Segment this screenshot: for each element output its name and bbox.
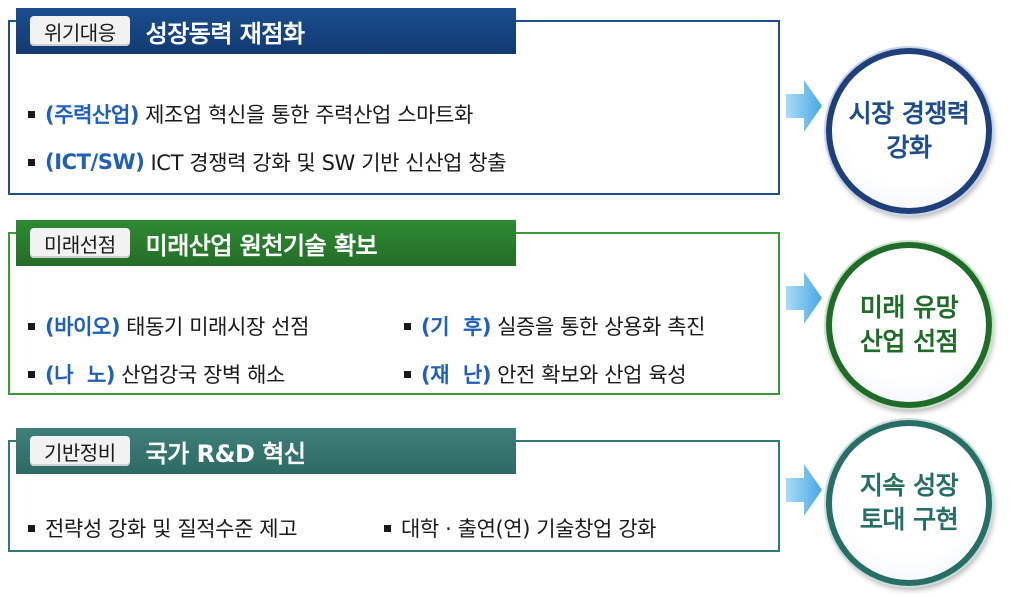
section-header: 기반정비 국가 R&D 혁신 xyxy=(16,428,516,474)
arrow-right-icon xyxy=(786,272,822,324)
outcome-text: 시장 경쟁력 xyxy=(848,99,970,128)
outcome-text: 지속 성장 xyxy=(859,471,959,500)
section-tag: 미래선점 xyxy=(30,228,130,258)
section-title: 미래산업 원천기술 확보 xyxy=(145,231,378,260)
bullet-square-icon xyxy=(28,158,35,166)
bullet-row: (ICT/SW) ICT 경쟁력 강화 및 SW 기반 신산업 창출 xyxy=(28,138,768,186)
bullet-row: (주력산업) 제조업 혁신을 통한 주력산업 스마트화 xyxy=(28,90,768,138)
bullet-text: 전략성 강화 및 질적수준 제고 xyxy=(45,517,298,541)
section-title: 성장동력 재점화 xyxy=(145,19,305,48)
bullet-text: ICT 경쟁력 강화 및 SW 기반 신산업 창출 xyxy=(150,151,507,175)
arrow-right-icon xyxy=(786,464,822,516)
outcome-circle-future-industry: 미래 유망 산업 선점 xyxy=(826,242,992,408)
bullet-item: 대학 · 출연(연) 기술창업 강화 xyxy=(384,513,656,543)
bullet-label: (나 노) xyxy=(45,363,116,387)
bullet-label: (기 후) xyxy=(421,315,492,339)
bullet-item: (바이오) 태동기 미래시장 선점 xyxy=(28,311,368,341)
bullet-item: (재 난) 안전 확보와 산업 육성 xyxy=(404,359,687,389)
bullet-square-icon xyxy=(404,322,411,330)
bullet-row: (바이오) 태동기 미래시장 선점 (기 후) 실증을 통한 상용화 촉진 xyxy=(28,302,768,350)
bullet-text: 대학 · 출연(연) 기술창업 강화 xyxy=(401,517,657,541)
bullet-list: (바이오) 태동기 미래시장 선점 (기 후) 실증을 통한 상용화 촉진 (나… xyxy=(28,302,768,398)
bullet-square-icon xyxy=(404,370,411,378)
bullet-label: (ICT/SW) xyxy=(45,150,145,174)
bullet-list: 전략성 강화 및 질적수준 제고 대학 · 출연(연) 기술창업 강화 xyxy=(28,504,768,552)
bullet-label: (재 난) xyxy=(421,363,492,387)
bullet-square-icon xyxy=(28,322,35,330)
bullet-text: 실증을 통한 상용화 촉진 xyxy=(497,315,706,339)
bullet-square-icon xyxy=(384,524,391,532)
section-tag: 위기대응 xyxy=(30,16,130,46)
bullet-square-icon xyxy=(28,370,35,378)
bullet-item: 전략성 강화 및 질적수준 제고 xyxy=(28,513,368,543)
bullet-item: (주력산업) 제조업 혁신을 통한 주력산업 스마트화 xyxy=(28,99,473,129)
section-foundation: 기반정비 국가 R&D 혁신 전략성 강화 및 질적수준 제고 대학 · 출연(… xyxy=(8,428,780,552)
section-future-preemption: 미래선점 미래산업 원천기술 확보 (바이오) 태동기 미래시장 선점 (기 후… xyxy=(8,220,780,398)
outcome-text: 토대 구현 xyxy=(859,505,959,534)
outcome-text: 미래 유망 xyxy=(859,293,959,322)
bullet-square-icon xyxy=(28,110,35,118)
bullet-list: (주력산업) 제조업 혁신을 통한 주력산업 스마트화 (ICT/SW) ICT… xyxy=(28,90,768,186)
section-header: 위기대응 성장동력 재점화 xyxy=(16,8,516,54)
bullet-label: (바이오) xyxy=(45,315,121,339)
outcome-circle-sustainable-growth: 지속 성장 토대 구현 xyxy=(826,420,992,586)
section-tag: 기반정비 xyxy=(30,436,130,466)
bullet-row: 전략성 강화 및 질적수준 제고 대학 · 출연(연) 기술창업 강화 xyxy=(28,504,768,552)
bullet-text: 태동기 미래시장 선점 xyxy=(126,315,309,339)
bullet-square-icon xyxy=(28,524,35,532)
bullet-row: (나 노) 산업강국 장벽 해소 (재 난) 안전 확보와 산업 육성 xyxy=(28,350,768,398)
arrow-right-icon xyxy=(786,80,822,132)
bullet-text: 안전 확보와 산업 육성 xyxy=(497,363,687,387)
bullet-item: (ICT/SW) ICT 경쟁력 강화 및 SW 기반 신산업 창출 xyxy=(28,147,507,177)
bullet-label: (주력산업) xyxy=(45,103,140,127)
bullet-text: 제조업 혁신을 통한 주력산업 스마트화 xyxy=(145,103,473,127)
outcome-text: 산업 선점 xyxy=(859,327,959,356)
section-crisis-response: 위기대응 성장동력 재점화 (주력산업) 제조업 혁신을 통한 주력산업 스마트… xyxy=(8,8,780,195)
bullet-item: (기 후) 실증을 통한 상용화 촉진 xyxy=(404,311,705,341)
bullet-text: 산업강국 장벽 해소 xyxy=(121,363,285,387)
section-header: 미래선점 미래산업 원천기술 확보 xyxy=(16,220,516,266)
bullet-item: (나 노) 산업강국 장벽 해소 xyxy=(28,359,368,389)
outcome-circle-competitiveness: 시장 경쟁력 강화 xyxy=(826,48,992,214)
outcome-text: 강화 xyxy=(886,133,932,162)
section-title: 국가 R&D 혁신 xyxy=(145,439,306,468)
